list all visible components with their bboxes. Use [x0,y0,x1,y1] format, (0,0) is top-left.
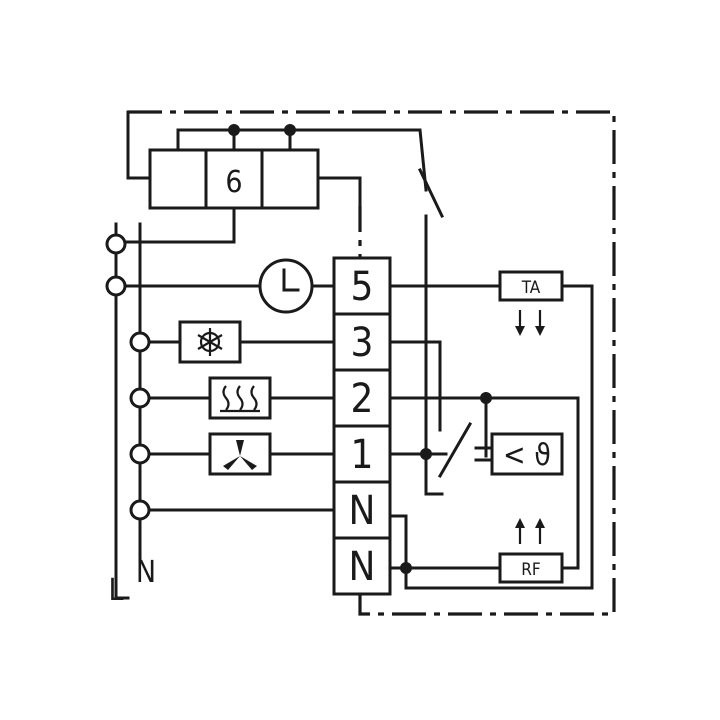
snowflake-icon [178,320,242,364]
ta-label: TA [521,278,541,298]
bus-terminals [105,233,151,521]
supply-labels: L N [108,555,156,608]
ta-component: TA [498,270,564,336]
terminal-block: 5 3 2 1 N N [332,256,392,596]
junction-dots [228,124,492,574]
neutral-label: N [136,555,156,590]
relay-label: 6 [225,165,242,200]
terminal-2-label: 2 [351,376,374,422]
terminal-5-label: 5 [351,264,374,310]
fan-icon [208,432,272,476]
clock-icon [258,258,314,314]
heater-icon [208,376,272,420]
rf-component: RF [498,518,564,584]
rf-label: RF [521,560,540,580]
relay-box: 6 [148,148,320,210]
terminal-3-label: 3 [351,320,374,366]
arrow-down-icon [515,310,545,336]
thermostat-symbol: < ϑ [503,438,551,473]
thermostat-component: < ϑ [490,432,564,476]
terminal-n1-label: N [349,488,376,534]
terminal-1-label: 1 [351,432,374,478]
terminal-n2-label: N [349,544,376,590]
line-label: L [108,573,123,608]
arrow-up-icon [515,518,545,544]
